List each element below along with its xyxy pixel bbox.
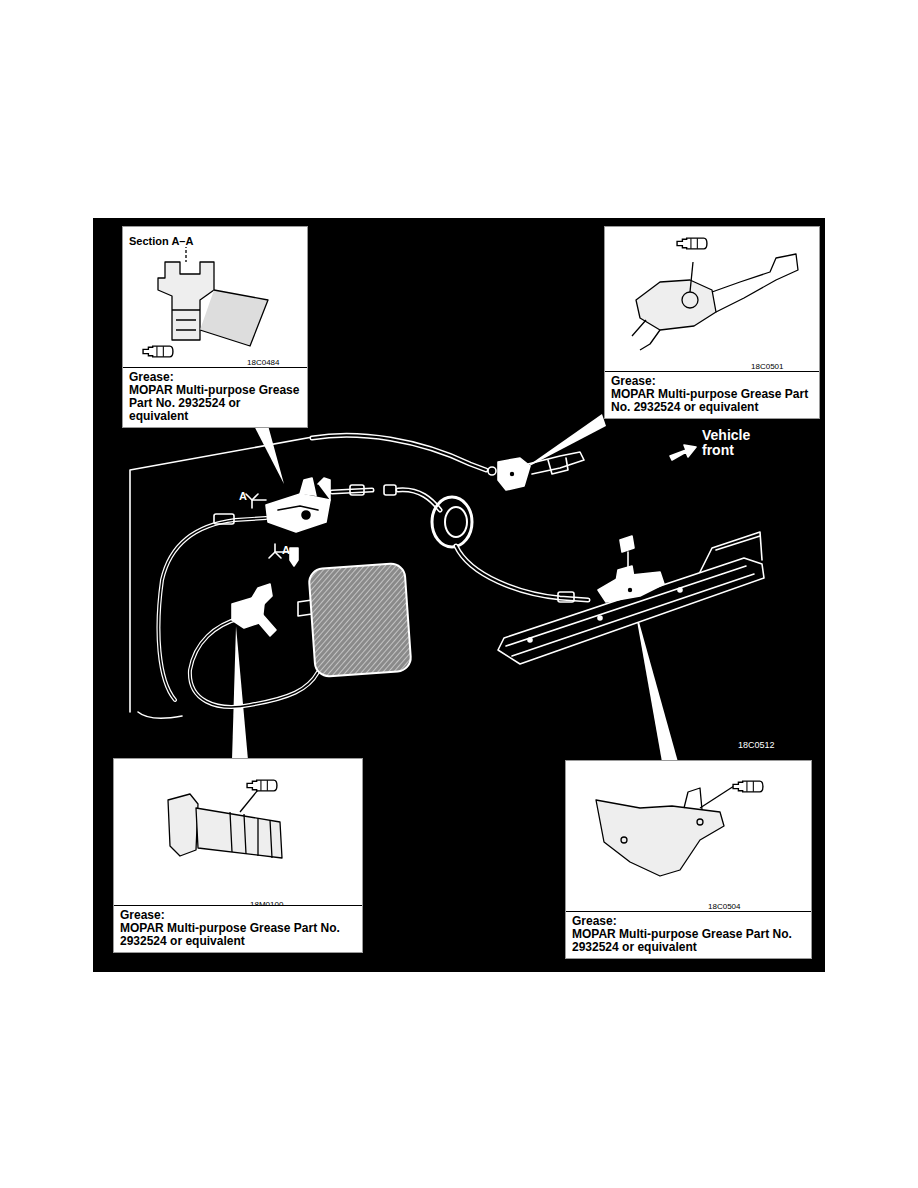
note-heading: Grease: [611, 375, 813, 388]
grease-note: Grease:MOPAR Multi-purpose Grease Part N… [123, 367, 307, 427]
grease-note: Grease:MOPAR Multi-purpose Grease Part N… [605, 371, 819, 418]
grease-inset: 18C0504Grease:MOPAR Multi-purpose Grease… [565, 760, 812, 959]
section-title: Section A–A [127, 235, 195, 247]
grease-inset: 18M0100Grease:MOPAR Multi-purpose Grease… [113, 758, 363, 953]
grease-note: Grease:MOPAR Multi-purpose Grease Part N… [566, 911, 811, 958]
section-mark: A [282, 544, 290, 556]
grease-inset: 18C0501Grease:MOPAR Multi-purpose Grease… [604, 226, 820, 419]
inset-ground [604, 226, 820, 419]
figure-code: 18C0512 [738, 740, 775, 750]
note-heading: Grease: [129, 371, 301, 384]
inset-ground [122, 226, 308, 428]
main-drawing [130, 435, 764, 718]
grease-note-text: MOPAR Multi-purpose Grease Part No. 2932… [129, 384, 301, 423]
grease-note-text: MOPAR Multi-purpose Grease Part No. 2932… [611, 388, 813, 414]
figure-code: 18C0501 [751, 362, 783, 371]
grease-inset: Section A–A18C0484Grease:MOPAR Multi-pur… [122, 226, 308, 428]
grease-note: Grease:MOPAR Multi-purpose Grease Part N… [114, 905, 362, 952]
direction-label: Vehicle front [702, 428, 766, 458]
figure-code: 18C0504 [708, 902, 740, 911]
leader-wedges [232, 414, 678, 762]
grease-note-text: MOPAR Multi-purpose Grease Part No. 2932… [120, 922, 356, 948]
section-mark: A [239, 490, 247, 502]
note-heading: Grease: [120, 909, 356, 922]
inset-ground [113, 758, 363, 953]
note-heading: Grease: [572, 915, 805, 928]
inset-drawings [158, 245, 798, 876]
grease-note-text: MOPAR Multi-purpose Grease Part No. 2932… [572, 928, 805, 954]
ground [93, 218, 825, 972]
figure-code: 18C0484 [247, 358, 279, 367]
grease-symbols [143, 238, 763, 792]
inset-ground [565, 760, 812, 959]
